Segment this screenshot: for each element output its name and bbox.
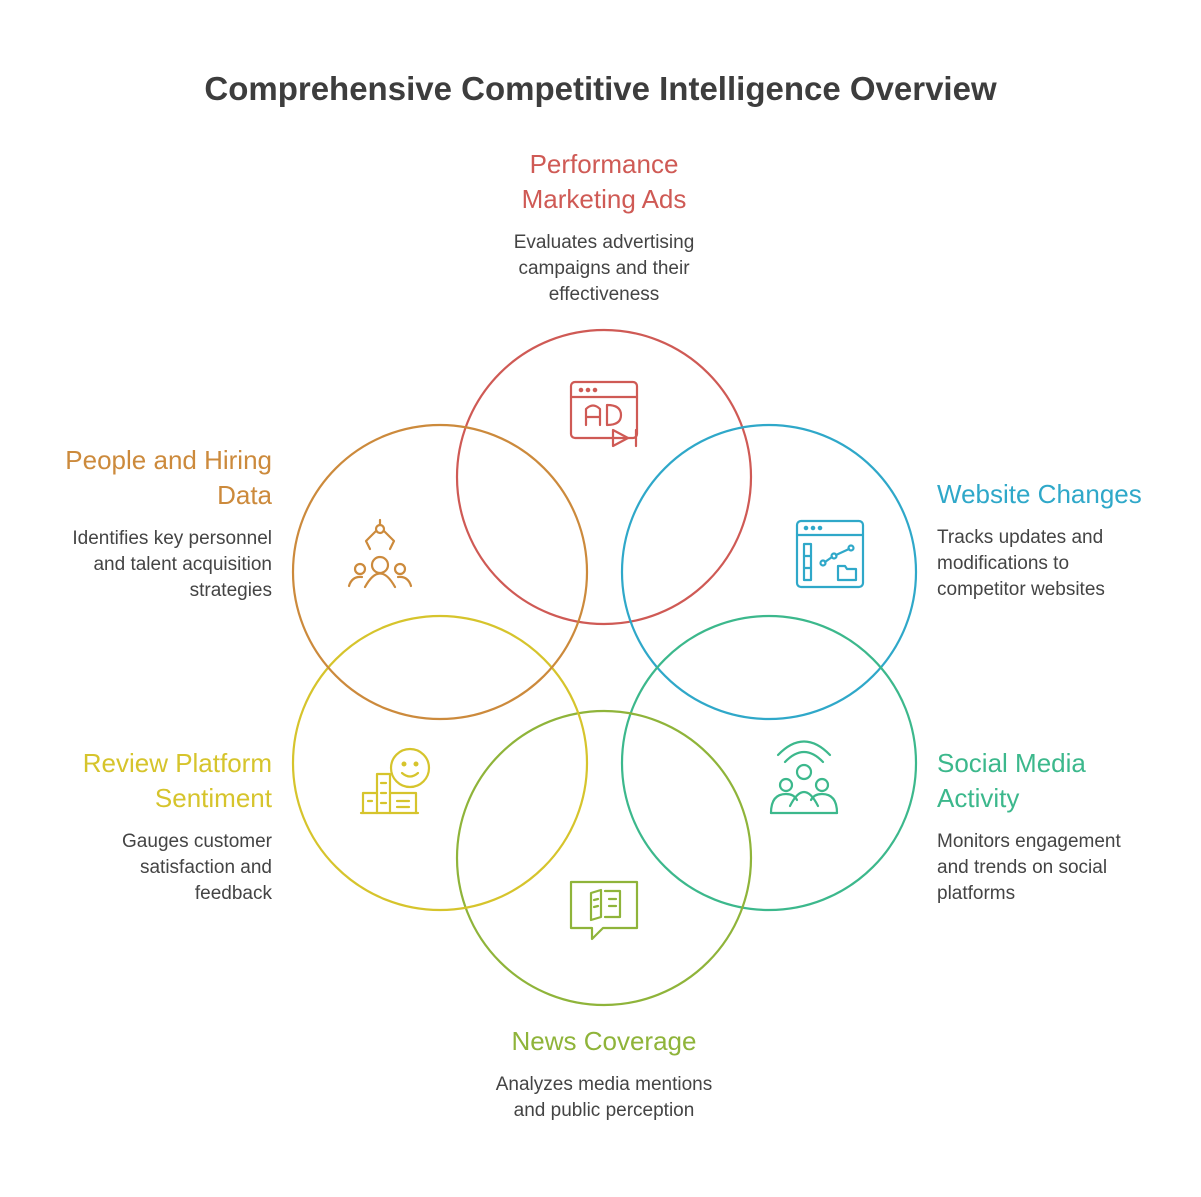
review-description: Gauges customer satisfaction and feedbac… xyxy=(122,831,272,904)
circle-news xyxy=(455,709,753,1007)
label-people: People and Hiring Data Identifies key pe… xyxy=(20,443,272,604)
label-website: Website Changes Tracks updates and modif… xyxy=(937,477,1187,603)
news-chat-icon xyxy=(569,880,639,941)
circle-website xyxy=(620,423,918,721)
people-title: People and Hiring Data xyxy=(65,445,272,510)
browser-analytics-icon xyxy=(795,519,865,589)
review-title: Review Platform Sentiment xyxy=(82,748,272,813)
label-review: Review Platform Sentiment Gauges custome… xyxy=(20,746,272,907)
circle-social xyxy=(620,614,918,912)
performance-description: Evaluates advertising campaigns and thei… xyxy=(513,232,695,305)
label-news: News Coverage Analyzes media mentions an… xyxy=(404,1024,804,1124)
label-performance: Performance Marketing Ads Evaluates adve… xyxy=(404,147,804,308)
website-title: Website Changes xyxy=(937,479,1142,509)
ad-window-icon xyxy=(569,380,639,448)
social-title: Social Media Activity xyxy=(937,748,1086,813)
circle-review xyxy=(291,614,589,912)
circle-performance xyxy=(455,328,753,626)
performance-title: Performance Marketing Ads xyxy=(521,149,687,214)
label-social: Social Media Activity Monitors engagemen… xyxy=(937,746,1187,907)
group-broadcast-icon xyxy=(769,740,839,815)
smiley-building-icon xyxy=(359,747,431,815)
people-description: Identifies key personnel and talent acqu… xyxy=(72,528,272,601)
page-title: Comprehensive Competitive Intelligence O… xyxy=(204,70,997,107)
news-title: News Coverage xyxy=(511,1026,697,1056)
social-description: Monitors engagement and trends on social… xyxy=(937,831,1121,904)
news-description: Analyzes media mentions and public perce… xyxy=(495,1074,713,1121)
circle-people xyxy=(291,423,589,721)
website-description: Tracks updates and modifications to comp… xyxy=(937,527,1105,600)
talent-claw-icon xyxy=(347,518,413,589)
